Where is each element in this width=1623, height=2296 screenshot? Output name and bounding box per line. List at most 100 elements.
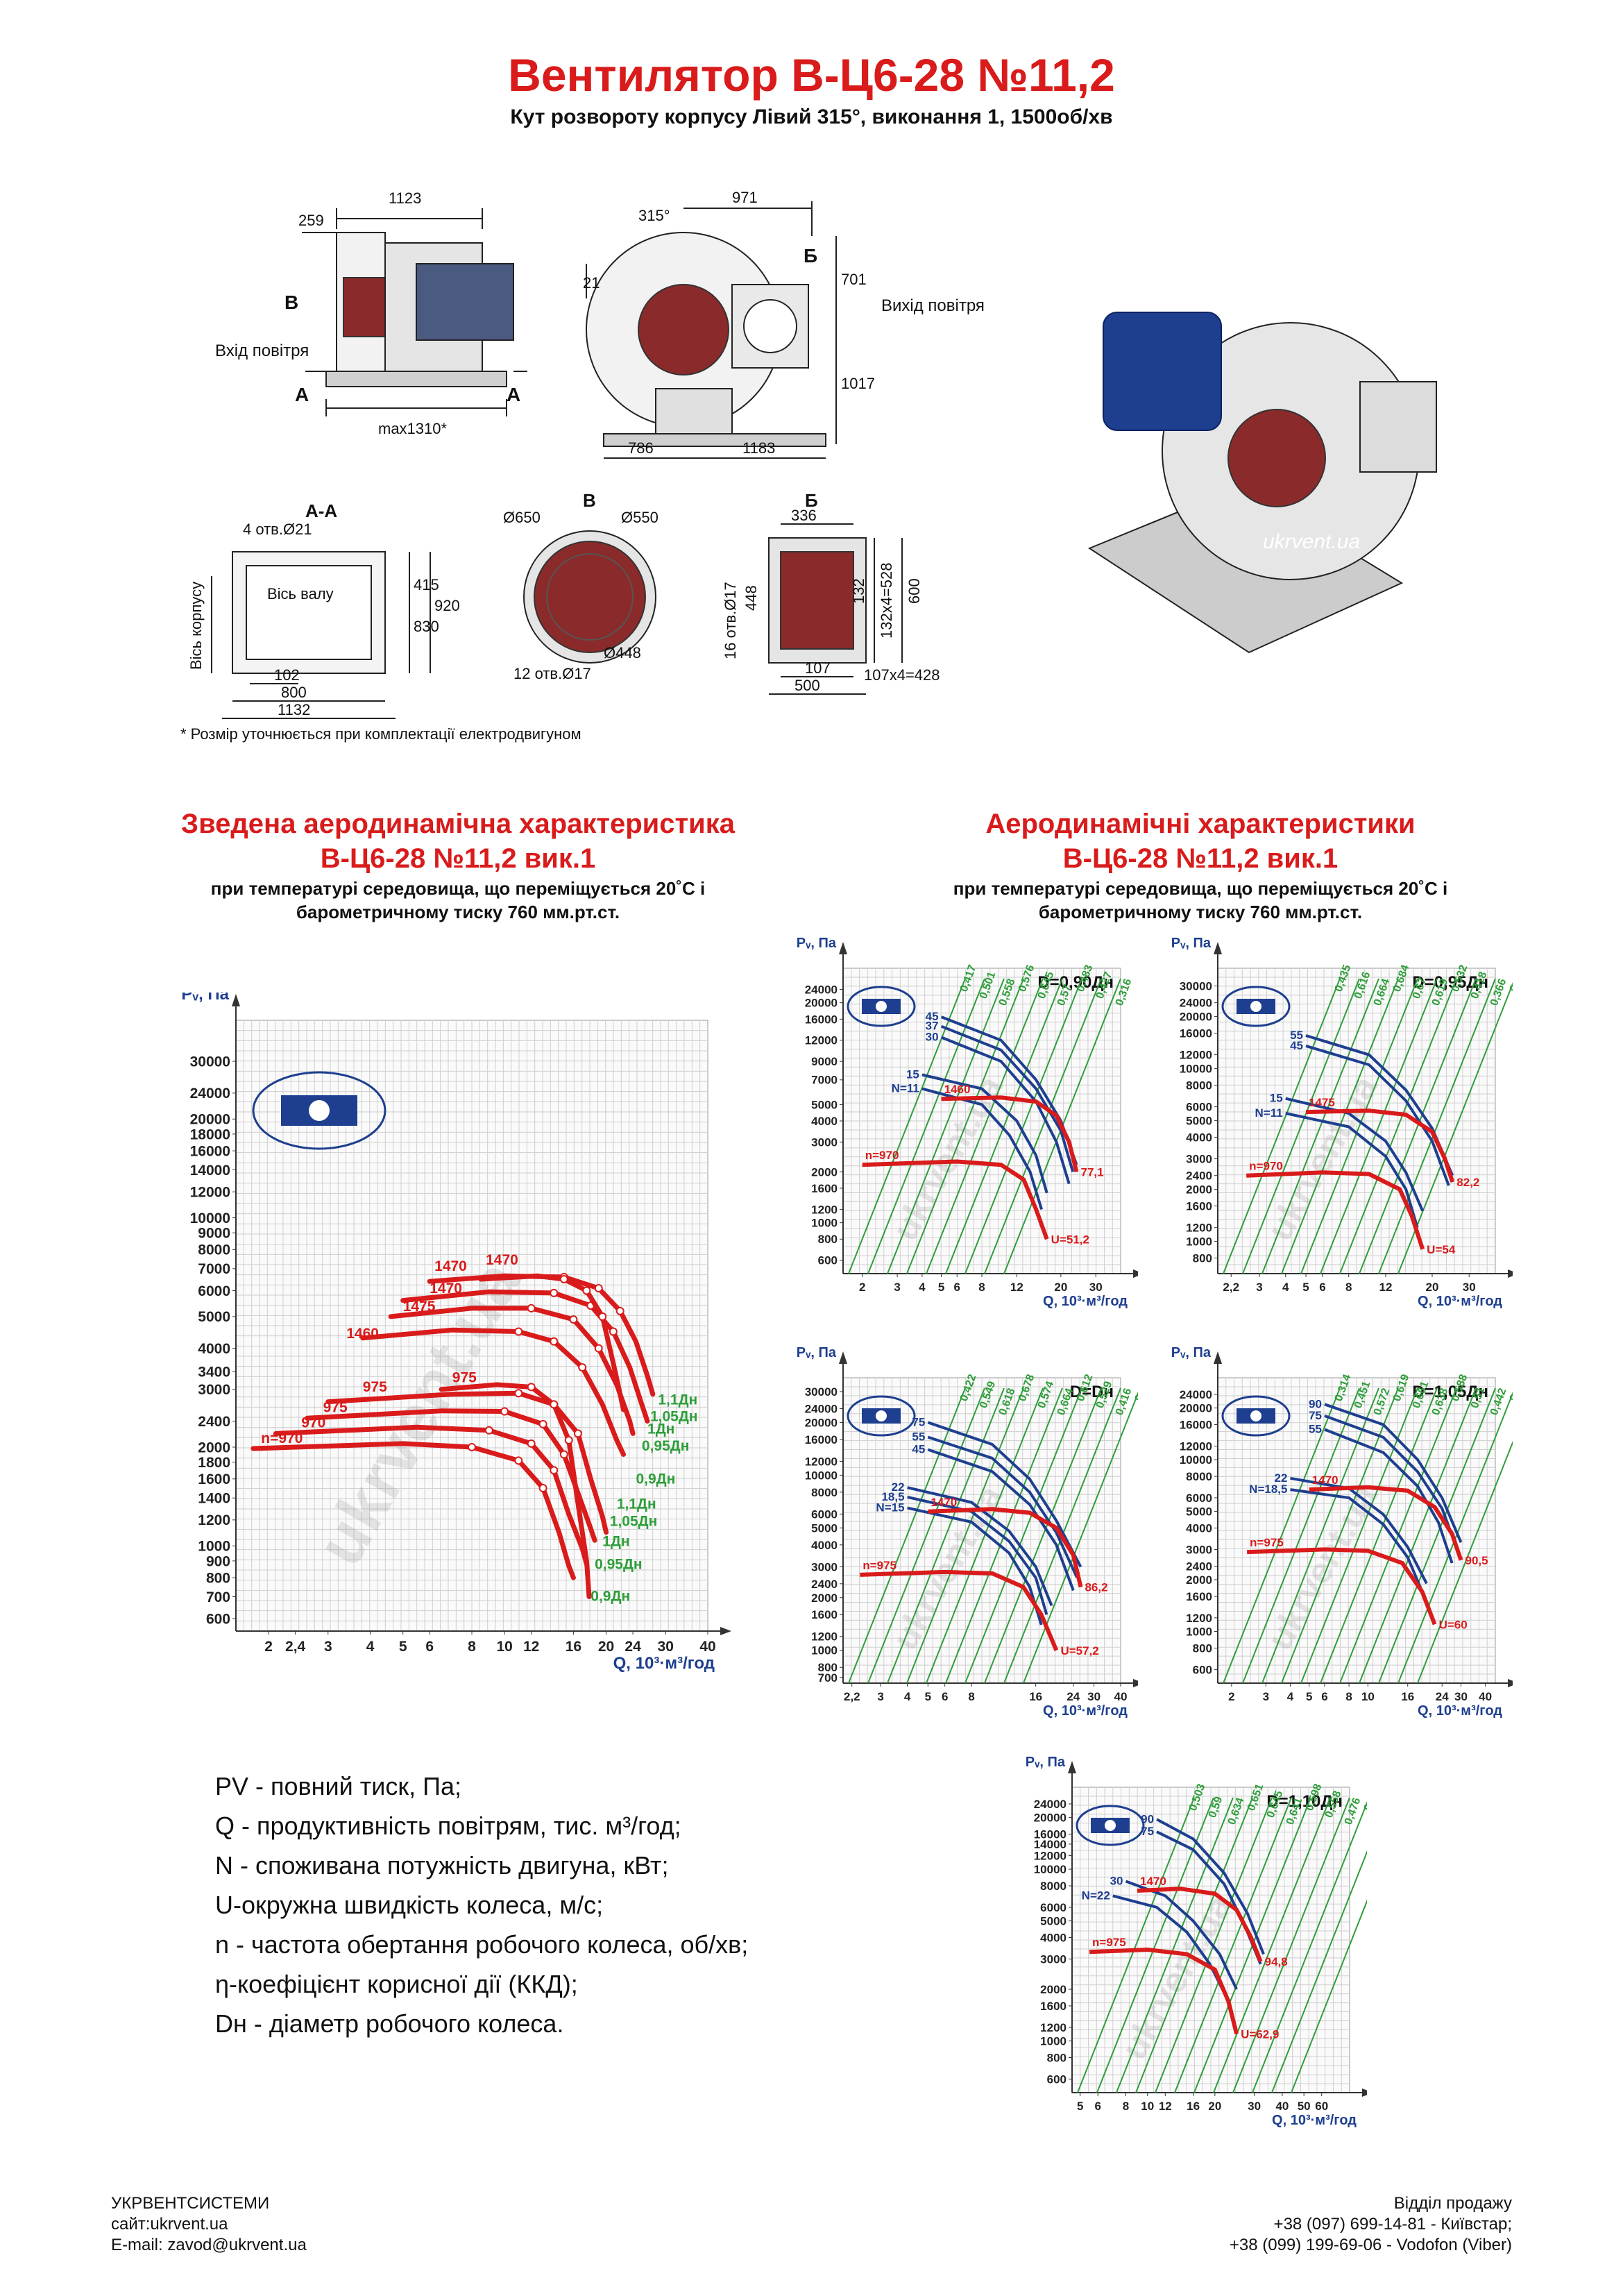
page-title: Вентилятор В-Ц6-28 №11,2 [508, 49, 1115, 101]
y-tick-label: 6000 [1186, 1492, 1212, 1505]
y-arrow-icon [232, 994, 240, 1006]
dim-angle: 315° [638, 207, 670, 224]
curve-label-0: 1470 [434, 1258, 467, 1274]
x-tick-label: 5 [399, 1639, 407, 1655]
y-tick-label: 16000 [190, 1143, 230, 1159]
y-tick-label: 10000 [1180, 1062, 1212, 1075]
y-arrow-icon [1068, 1761, 1076, 1773]
end-label-1: U=57,2 [1060, 1644, 1098, 1657]
y-tick-label: 16000 [805, 1013, 838, 1026]
x-tick-label: 4 [904, 1690, 911, 1703]
power-line-0 [1324, 1403, 1463, 1543]
v-holes: 12 отв.Ø17 [513, 665, 591, 682]
y-tick-label: 24000 [1180, 997, 1212, 1010]
series-marker [564, 1435, 573, 1444]
footer-phone-1[interactable]: +38 (097) 699-14-81 - Київстар; [1273, 2215, 1512, 2234]
drawing-note: * Розмір уточнюється при комплектації ел… [180, 725, 581, 743]
x-tick-label: 16 [1187, 2100, 1200, 2113]
end-label-0: 94,8 [1265, 1955, 1288, 1968]
y-tick-label: 16000 [1180, 1027, 1212, 1040]
curve-label-18: 0,95Дн [595, 1557, 643, 1573]
series-marker [578, 1363, 587, 1372]
legend-rpm: n - частота обертання робочого колеса, о… [215, 1930, 749, 1959]
end-label-0: 82,2 [1456, 1176, 1479, 1189]
x-tick-label: 24 [1067, 1690, 1080, 1703]
footer-email[interactable]: E-mail: zavod@ukrvent.ua [111, 2236, 307, 2254]
x-tick-label: 30 [1463, 1281, 1476, 1294]
front-view-frame [325, 371, 507, 387]
y-tick-label: 12000 [1180, 1440, 1212, 1453]
eta-ray-7 [984, 1387, 1102, 1684]
v-550: Ø550 [621, 509, 658, 526]
footer-right: Відділ продажу +38 (097) 699-14-81 - Киї… [1230, 2193, 1512, 2256]
logo-ring [1221, 986, 1291, 1027]
y-tick-label: 2000 [811, 1165, 838, 1179]
b-336: 336 [791, 507, 817, 524]
power-label-4: N=18,5 [1249, 1483, 1287, 1496]
eta-ray-9 [1397, 1391, 1513, 1684]
y-tick-label: 1600 [1186, 1590, 1212, 1603]
series-marker [527, 1439, 536, 1448]
power-label-2: 30 [1110, 1875, 1123, 1888]
dim-701: 701 [841, 271, 867, 288]
power-label-3: 22 [892, 1480, 905, 1494]
y-tick-label: 3000 [198, 1382, 230, 1398]
curve-label-16: 1,05Дн [610, 1514, 658, 1530]
y-tick-label: 24000 [190, 1086, 230, 1101]
front-view-motor [416, 263, 514, 341]
y-tick-label: 5000 [1040, 1915, 1067, 1928]
aa-800: 800 [281, 684, 307, 701]
label-outlet: Вихід повітря [881, 296, 985, 315]
x-tick-label: 4 [919, 1281, 926, 1294]
y-tick-label: 2000 [1186, 1183, 1212, 1196]
left-section-title-1: Зведена аеродинамічна характеристика [181, 809, 735, 839]
logo-ring [847, 986, 916, 1027]
eta-ray-5 [1320, 978, 1438, 1274]
y-tick-label: 8000 [1040, 1880, 1067, 1893]
eta-ray-5 [945, 978, 1063, 1274]
x-tick-label: 50 [1298, 2100, 1311, 2113]
b-107x4: 107x4=428 [864, 666, 940, 684]
eta-ray-5 [1174, 1797, 1292, 2093]
footer-phone-2[interactable]: +38 (099) 199-69-06 - Vodofon (Viber) [1229, 2236, 1512, 2254]
series-marker [582, 1286, 591, 1295]
label-a1: А [295, 384, 309, 405]
footer-site[interactable]: сайт:ukrvent.ua [111, 2215, 228, 2234]
y-tick-label: 4000 [1186, 1521, 1212, 1535]
y-tick-label: 20000 [190, 1112, 230, 1128]
y-tick-label: 16000 [1034, 1828, 1067, 1841]
y-tick-label: 20000 [1180, 1402, 1212, 1415]
x-arrow-icon [720, 1627, 731, 1635]
y-tick-label: 800 [1193, 1641, 1212, 1655]
y-tick-label: 7000 [811, 1074, 838, 1087]
power-line-0 [1156, 1818, 1265, 1955]
y-tick-label: 1000 [811, 1217, 838, 1230]
legend-dn: Dн - діаметр робочого колеса. [215, 2009, 564, 2038]
series-marker [569, 1315, 578, 1324]
y-tick-label: 18000 [190, 1126, 230, 1142]
series-marker [468, 1442, 476, 1451]
x-tick-label: 3 [1263, 1690, 1269, 1703]
dim-259: 259 [298, 212, 324, 229]
grid [236, 1020, 708, 1631]
eta-ray-2 [1116, 1797, 1234, 2093]
logo-center [1250, 1001, 1261, 1012]
power-label-2: 55 [1309, 1422, 1322, 1435]
rpm-label-0: 1470 [931, 1496, 957, 1509]
eta-ray-10 [1417, 1440, 1513, 1684]
y-tick-label: 10000 [1180, 1453, 1212, 1467]
x-tick-label: 10 [1141, 2100, 1154, 2113]
series-marker [550, 1288, 559, 1297]
y-tick-label: 5000 [811, 1521, 838, 1535]
b-448: 448 [742, 585, 760, 611]
y-axis-label: Pᵥ, Па [181, 993, 229, 1004]
curve-label-3: 1475 [403, 1299, 436, 1315]
x-tick-label: 3 [1256, 1281, 1262, 1294]
series-line-5 [325, 1390, 609, 1535]
y-tick-label: 1600 [1186, 1200, 1212, 1213]
y-tick-label: 24000 [1180, 1388, 1212, 1401]
y-tick-label: 1600 [811, 1608, 838, 1621]
power-label-4: 18,5 [881, 1490, 904, 1503]
eta-ray-6 [965, 978, 1082, 1274]
eta-ray-0 [848, 1387, 966, 1684]
